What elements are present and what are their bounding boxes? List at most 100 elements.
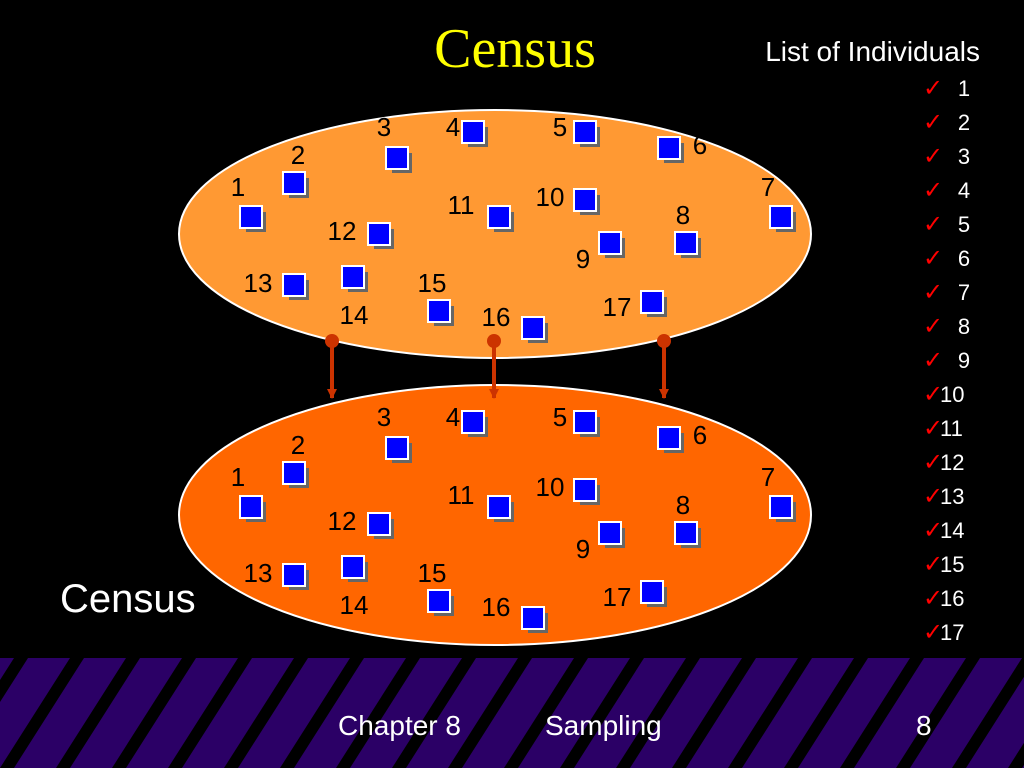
census-blue-square-icon (769, 495, 793, 519)
population-blue-square-icon (282, 273, 306, 297)
footer-stripe (0, 658, 84, 768)
population-individual-label: 9 (576, 244, 590, 274)
footer-stripe (560, 658, 644, 768)
population-blue-square-icon (769, 205, 793, 229)
list-item-number: 15 (940, 552, 965, 577)
population-individual-label: 3 (377, 112, 391, 142)
census-individual-label: 5 (553, 402, 567, 432)
census-individual-label: 1 (231, 462, 245, 492)
check-icon: ✓ (922, 177, 944, 204)
individuals-list: ✓1✓2✓3✓4✓5✓6✓7✓8✓9✓10✓11✓12✓13✓14✓15✓16✓… (900, 72, 1000, 650)
census-individual-label: 11 (448, 480, 475, 510)
population-individual-label: 17 (603, 292, 632, 322)
census-blue-square-icon (573, 410, 597, 434)
list-item: ✓17 (900, 616, 1000, 650)
footer-chapter: Chapter 8 (338, 710, 461, 741)
list-item: ✓5 (900, 208, 1000, 242)
census-blue-square-icon (521, 606, 545, 630)
check-icon: ✓ (922, 211, 944, 238)
arrow-left (325, 334, 339, 399)
census-individual-label: 7 (761, 462, 775, 492)
list-item-number: 11 (940, 416, 963, 441)
population-blue-square-icon (598, 231, 622, 255)
arrow-right (657, 334, 671, 399)
population-blue-square-icon (461, 120, 485, 144)
population-blue-square-icon (239, 205, 263, 229)
census-blue-square-icon (657, 426, 681, 450)
list-item-number: 3 (957, 144, 971, 169)
list-item: ✓3 (900, 140, 1000, 174)
census-individual-label: 3 (377, 402, 391, 432)
population-blue-square-icon (341, 265, 365, 289)
population-blue-square-icon (427, 299, 451, 323)
list-item: ✓2 (900, 106, 1000, 140)
population-blue-square-icon (487, 205, 511, 229)
population-individual-label: 14 (340, 300, 369, 330)
population-blue-square-icon (573, 120, 597, 144)
check-icon: ✓ (922, 415, 944, 442)
footer-stripe (952, 658, 1024, 768)
population-individual-label: 12 (328, 216, 357, 246)
footer-stripe (112, 658, 196, 768)
population-individual-label: 8 (676, 200, 690, 230)
census-blue-square-icon (341, 555, 365, 579)
population-blue-square-icon (657, 136, 681, 160)
check-icon: ✓ (922, 347, 944, 374)
list-item-number: 13 (940, 484, 965, 509)
census-blue-square-icon (282, 461, 306, 485)
list-item: ✓14 (900, 514, 1000, 548)
list-item-number: 10 (940, 382, 965, 407)
list-item: ✓9 (900, 344, 1000, 378)
list-item: ✓13 (900, 480, 1000, 514)
list-item: ✓7 (900, 276, 1000, 310)
census-individual-label: 9 (576, 534, 590, 564)
footer-stripes (0, 658, 1024, 768)
list-item-number: 4 (957, 178, 971, 203)
footer-stripe (56, 658, 140, 768)
census-blue-square-icon (427, 589, 451, 613)
list-item: ✓1 (900, 72, 1000, 106)
population-blue-square-icon (573, 188, 597, 212)
census-blue-square-icon (487, 495, 511, 519)
footer-stripe (1008, 742, 1024, 768)
footer-stripe (336, 658, 420, 768)
check-icon: ✓ (922, 143, 944, 170)
census-individual-label: 17 (603, 582, 632, 612)
list-item-number: 2 (957, 110, 971, 135)
census-blue-square-icon (461, 410, 485, 434)
check-icon: ✓ (922, 279, 944, 306)
census-blue-square-icon (573, 478, 597, 502)
population-individual-label: 16 (482, 302, 511, 332)
list-heading: List of Individuals (765, 36, 980, 67)
check-icon: ✓ (922, 517, 944, 544)
list-item: ✓4 (900, 174, 1000, 208)
footer-stripe (672, 658, 756, 768)
population-individual-label: 13 (244, 268, 273, 298)
census-individual-label: 8 (676, 490, 690, 520)
check-icon: ✓ (922, 245, 944, 272)
page-number: 8 (916, 710, 932, 741)
population-blue-square-icon (640, 290, 664, 314)
population-blue-square-icon (282, 171, 306, 195)
population-individual-label: 4 (446, 112, 460, 142)
check-icon: ✓ (922, 313, 944, 340)
census-blue-square-icon (640, 580, 664, 604)
census-individual-label: 15 (418, 558, 447, 588)
census-blue-square-icon (674, 521, 698, 545)
population-blue-square-icon (367, 222, 391, 246)
list-item: ✓12 (900, 446, 1000, 480)
footer-stripe (280, 658, 364, 768)
census-blue-square-icon (282, 563, 306, 587)
check-icon: ✓ (922, 381, 944, 408)
census-individual-label: 14 (340, 590, 369, 620)
census-individual-label: 2 (291, 430, 305, 460)
footer-stripe (616, 658, 700, 768)
list-item: ✓11 (900, 412, 1000, 446)
population-individual-label: 5 (553, 112, 567, 142)
list-item-number: 16 (940, 586, 965, 611)
footer-stripe (504, 658, 588, 768)
census-individual-label: 13 (244, 558, 273, 588)
footer-stripe (168, 658, 252, 768)
list-item-number: 17 (940, 620, 965, 645)
